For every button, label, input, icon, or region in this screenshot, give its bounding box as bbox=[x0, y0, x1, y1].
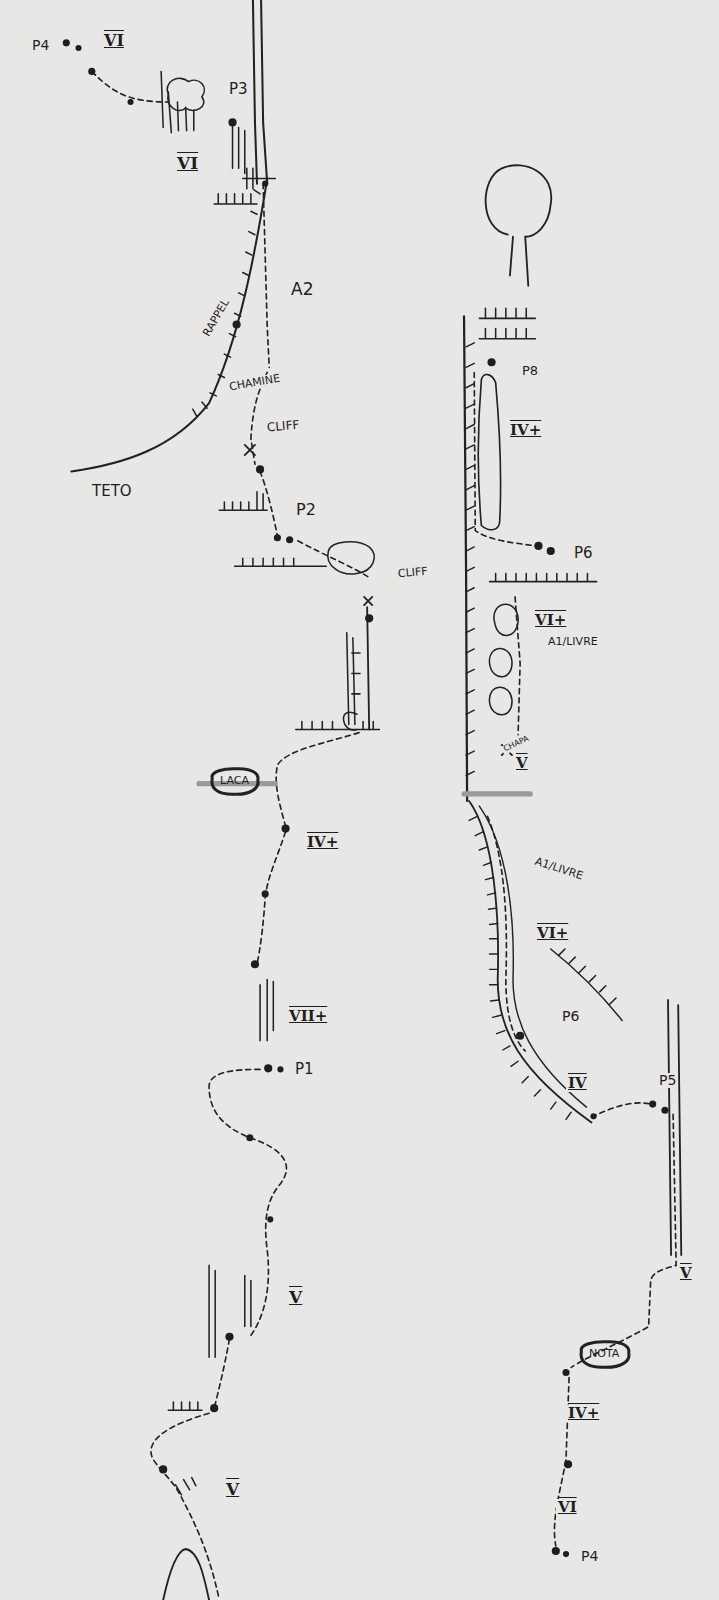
grade-label: VI bbox=[556, 1499, 579, 1516]
route-label: A2 bbox=[289, 280, 315, 299]
feature-label: NOTA bbox=[589, 1348, 620, 1360]
route-label: P6 bbox=[572, 545, 595, 562]
route-label: P4 bbox=[579, 1549, 600, 1564]
route-label: P6 bbox=[560, 1009, 581, 1024]
grade-label: VI+ bbox=[535, 925, 570, 942]
rock-feature: LACA bbox=[208, 767, 261, 796]
route-label: CHAMINE bbox=[226, 372, 283, 394]
route-label: CLIFF bbox=[396, 566, 431, 581]
grade-label: IV+ bbox=[566, 1405, 601, 1422]
route-label: P2 bbox=[294, 501, 318, 519]
grade-label: VII+ bbox=[287, 1008, 329, 1025]
grade-label: VI bbox=[102, 32, 126, 50]
route-label: RAPPEL bbox=[200, 296, 233, 341]
grade-label: VI+ bbox=[533, 612, 568, 629]
route-label: CLIFF bbox=[264, 418, 301, 434]
route-label: CHAPA bbox=[501, 734, 533, 755]
route-label: P5 bbox=[657, 1073, 678, 1088]
grade-label: VI bbox=[175, 154, 200, 173]
route-label: A1/LIVRE bbox=[531, 855, 586, 883]
grade-label: IV+ bbox=[305, 834, 340, 851]
grade-label: V bbox=[514, 755, 530, 772]
route-label: P1 bbox=[293, 1061, 316, 1078]
grade-label: V bbox=[678, 1265, 694, 1282]
route-label: P4 bbox=[30, 38, 51, 53]
route-label: TETO bbox=[90, 483, 134, 500]
grade-label: IV+ bbox=[508, 422, 543, 439]
grade-label: IV bbox=[566, 1075, 589, 1092]
grade-label: V bbox=[224, 1480, 241, 1499]
route-label: P3 bbox=[227, 81, 250, 98]
route-label: A1/LIVRE bbox=[546, 636, 600, 648]
rock-feature: NOTA bbox=[577, 1340, 632, 1369]
feature-label: LACA bbox=[220, 775, 249, 787]
route-label: P8 bbox=[520, 364, 540, 378]
grade-label: V bbox=[287, 1288, 304, 1307]
